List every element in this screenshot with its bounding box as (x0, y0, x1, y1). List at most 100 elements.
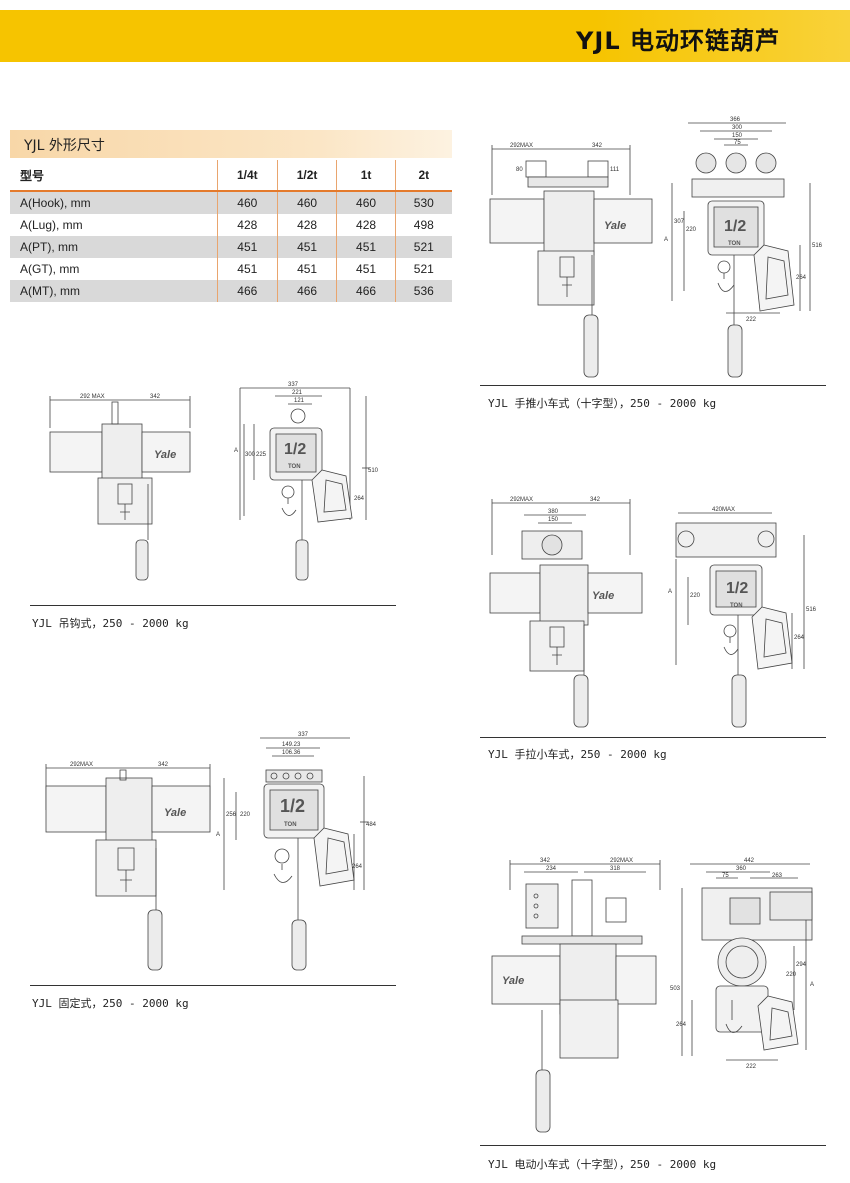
table-cell: 521 (394, 236, 452, 258)
table-cell: 536 (394, 280, 452, 302)
dim-label: 264 (794, 635, 805, 641)
dim-label: 342 (150, 394, 161, 400)
dim-label: 420MAX (712, 507, 735, 513)
dim-label: 221 (292, 390, 303, 396)
lug-type-drawing: 292MAX 342 337 149.23 106.36 256 220 484… (45, 732, 377, 971)
dim-label: 516 (806, 607, 817, 613)
dim-label: A (664, 237, 668, 243)
table-cell: 451 (216, 258, 278, 280)
caption-push-trolley: YJL 手推小车式（十字型），250 - 2000 kg (488, 397, 717, 410)
header-bar: YJL 电动环链葫芦 (0, 10, 850, 62)
dim-label: 307 (674, 219, 685, 225)
dim-label: 292 MAX (80, 394, 105, 400)
dim-label: 342 (158, 762, 169, 768)
table-cell: A(Lug), mm (20, 218, 83, 232)
dim-label: 516 (812, 243, 823, 249)
dimensions-table: 型号 1/4t 1/2t 1t 2t A(Hook), mm 460 460 4… (10, 160, 452, 302)
dim-label: 380 (548, 509, 559, 515)
dim-label: 292MAX (610, 858, 633, 864)
dim-label: A (668, 589, 672, 595)
dim-label: 337 (298, 732, 309, 738)
caption-hook-type: YJL 吊钩式，250 - 2000 kg (32, 617, 189, 630)
table-cell: 451 (336, 258, 396, 280)
dim-label: 150 (732, 133, 743, 139)
dim-label: 75 (722, 873, 729, 879)
yale-logo: Yale (154, 449, 176, 461)
dim-label: A (216, 832, 220, 838)
dim-label: 222 (746, 317, 757, 323)
table-cell: 521 (394, 258, 452, 280)
dim-label: 256 (226, 812, 237, 818)
dim-label: 263 (772, 873, 783, 879)
caption-lug-type: YJL 固定式，250 - 2000 kg (32, 997, 189, 1010)
table-cell: 451 (276, 258, 337, 280)
dim-label: 220 (686, 227, 697, 233)
column-header: 1/2t (276, 160, 337, 192)
table-header-row: 型号 1/4t 1/2t 1t 2t (10, 160, 452, 192)
table-cell: 451 (336, 236, 396, 258)
table-cell: 460 (216, 191, 278, 214)
dim-label: 220 (786, 972, 797, 978)
dim-label: 366 (730, 117, 741, 123)
dim-label: 484 (366, 822, 377, 828)
hook-type-drawing: 292 MAX 342 337 221 121 300 225 510 264 … (49, 382, 379, 581)
table-row: A(MT), mm 466 466 466 536 (10, 280, 452, 302)
table-row: A(GT), mm 451 451 451 521 (10, 258, 452, 280)
dim-label: 234 (546, 866, 557, 872)
dim-label: 264 (796, 275, 807, 281)
dim-label: 225 (256, 452, 267, 458)
caption-rule (480, 385, 826, 386)
capacity-plate: 1/2 (280, 796, 305, 816)
dim-label: 150 (548, 517, 559, 523)
caption-geared-trolley: YJL 手拉小车式，250 - 2000 kg (488, 748, 667, 761)
page-title: YJL 电动环链葫芦 (576, 27, 780, 55)
dim-label: 264 (676, 1022, 687, 1028)
dim-label: 222 (746, 1064, 757, 1070)
table-cell: 498 (394, 214, 452, 236)
motor-trolley-drawing: 342 292MAX 234 318 442 360 75 263 294 22… (491, 858, 814, 1133)
dim-label: 106.36 (282, 750, 301, 756)
table-cell: 466 (216, 280, 278, 302)
dim-label: 510 (368, 468, 379, 474)
capacity-plate: 1/2 (726, 580, 748, 597)
caption-rule (30, 985, 396, 986)
capacity-plate-unit: TON (728, 241, 741, 247)
dim-label: 264 (352, 864, 363, 870)
caption-motor-trolley: YJL 电动小车式（十字型），250 - 2000 kg (488, 1158, 717, 1171)
dim-label: 300 (732, 125, 743, 131)
table-cell: 428 (276, 214, 337, 236)
table-row: A(Hook), mm 460 460 460 530 (10, 191, 452, 214)
dim-label: 318 (610, 866, 621, 872)
dim-label: 300 (245, 452, 256, 458)
table-cell: A(MT), mm (10, 280, 218, 302)
dim-label: 292MAX (510, 497, 533, 503)
table-cell: 466 (276, 280, 337, 302)
table-cell: A(GT), mm (20, 262, 80, 276)
dimensions-section-header: YJL 外形尺寸 (10, 130, 452, 158)
dim-label: 360 (736, 866, 747, 872)
table-cell: 460 (276, 191, 337, 214)
table-cell: A(PT), mm (10, 236, 218, 258)
dimensions-section-title: YJL 外形尺寸 (24, 138, 105, 154)
table-row: A(PT), mm 451 451 451 521 (10, 236, 452, 258)
column-header: 1t (336, 160, 396, 192)
yale-logo: Yale (502, 975, 524, 987)
dim-label: 292MAX (510, 143, 533, 149)
column-header: 1/4t (216, 160, 278, 192)
table-cell: 460 (336, 191, 396, 214)
table-row: A(Lug), mm 428 428 428 498 (10, 214, 452, 236)
capacity-plate: 1/2 (724, 218, 746, 235)
yale-logo: Yale (592, 590, 614, 602)
dim-label: 342 (592, 143, 603, 149)
yale-logo: Yale (164, 807, 186, 819)
table-cell: 451 (276, 236, 337, 258)
dim-label: 503 (670, 986, 681, 992)
dim-label: 294 (796, 962, 807, 968)
dim-label: 111 (610, 167, 620, 173)
dim-label: 121 (294, 398, 305, 404)
table-cell: 451 (216, 236, 278, 258)
table-cell: 428 (336, 214, 396, 236)
table-cell: A(Hook), mm (10, 191, 218, 214)
dim-label: A (234, 448, 238, 454)
dim-label: 80 (516, 167, 523, 173)
